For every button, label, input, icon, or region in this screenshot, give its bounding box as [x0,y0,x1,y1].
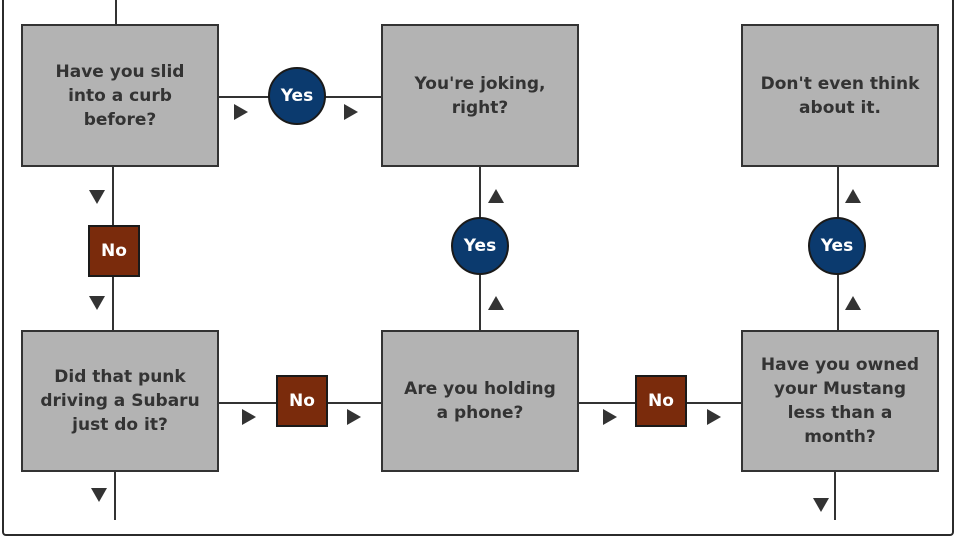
arrow-right-icon [234,104,248,120]
arrow-up-icon [488,189,504,203]
node-subaru-punk: Did that punk driving a Subaru just do i… [21,330,219,472]
node-dont-even-think: Don't even think about it. [741,24,939,167]
arrow-down-icon [813,498,829,512]
arrow-up-icon [488,296,504,310]
node-owned-mustang: Have you owned your Mustang less than a … [741,330,939,472]
arrow-down-icon [91,488,107,502]
node-youre-joking: You're joking, right? [381,24,579,167]
arrow-up-icon [845,189,861,203]
no-badge-subaru-to-phone: No [276,375,328,427]
arrow-up-icon [845,296,861,310]
arrow-right-icon [242,409,256,425]
no-badge-phone-to-mustang: No [635,375,687,427]
arrow-right-icon [344,104,358,120]
arrow-right-icon [347,409,361,425]
arrow-down-icon [89,296,105,310]
arrow-down-icon [89,190,105,204]
node-slid-into-curb: Have you slid into a curb before? [21,24,219,167]
node-holding-phone: Are you holding a phone? [381,330,579,472]
yes-badge-curb-to-joking: Yes [268,67,326,125]
yes-badge-mustang-to-dont: Yes [808,217,866,275]
arrow-right-icon [707,409,721,425]
yes-badge-phone-to-joking: Yes [451,217,509,275]
arrow-right-icon [603,409,617,425]
no-badge-curb-to-subaru: No [88,225,140,277]
